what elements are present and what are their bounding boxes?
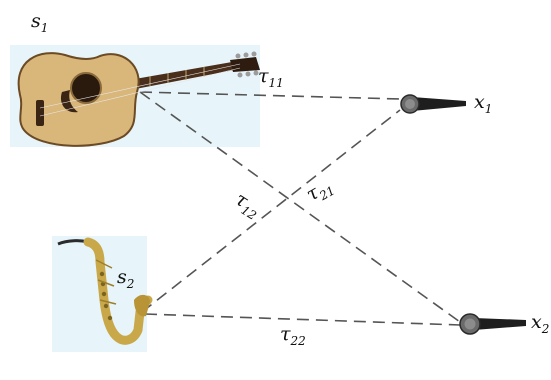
delay-label-tau11: τ11: [258, 65, 284, 90]
microphone-x2-icon: [459, 313, 526, 335]
microphone-x1-icon: [400, 94, 466, 114]
delay-label-tau22: τ22: [280, 323, 306, 348]
delay-label-tau21: τ21: [302, 181, 338, 206]
delay-label-tau12: τ12: [231, 187, 259, 223]
source-label-s2: s2: [117, 266, 135, 291]
mic-label-x1: x1: [474, 91, 493, 116]
path-s1-x2: [139, 91, 461, 323]
propagation-paths: [139, 91, 461, 326]
path-s1-x1: [139, 91, 401, 100]
path-s2-x1: [141, 109, 401, 313]
path-s2-x2: [144, 313, 461, 326]
acoustic-guitar-icon: [17, 51, 260, 147]
saxophone-icon: [57, 237, 153, 345]
source-label-s1: s1: [31, 10, 49, 35]
mic-label-x2: x2: [531, 311, 550, 336]
